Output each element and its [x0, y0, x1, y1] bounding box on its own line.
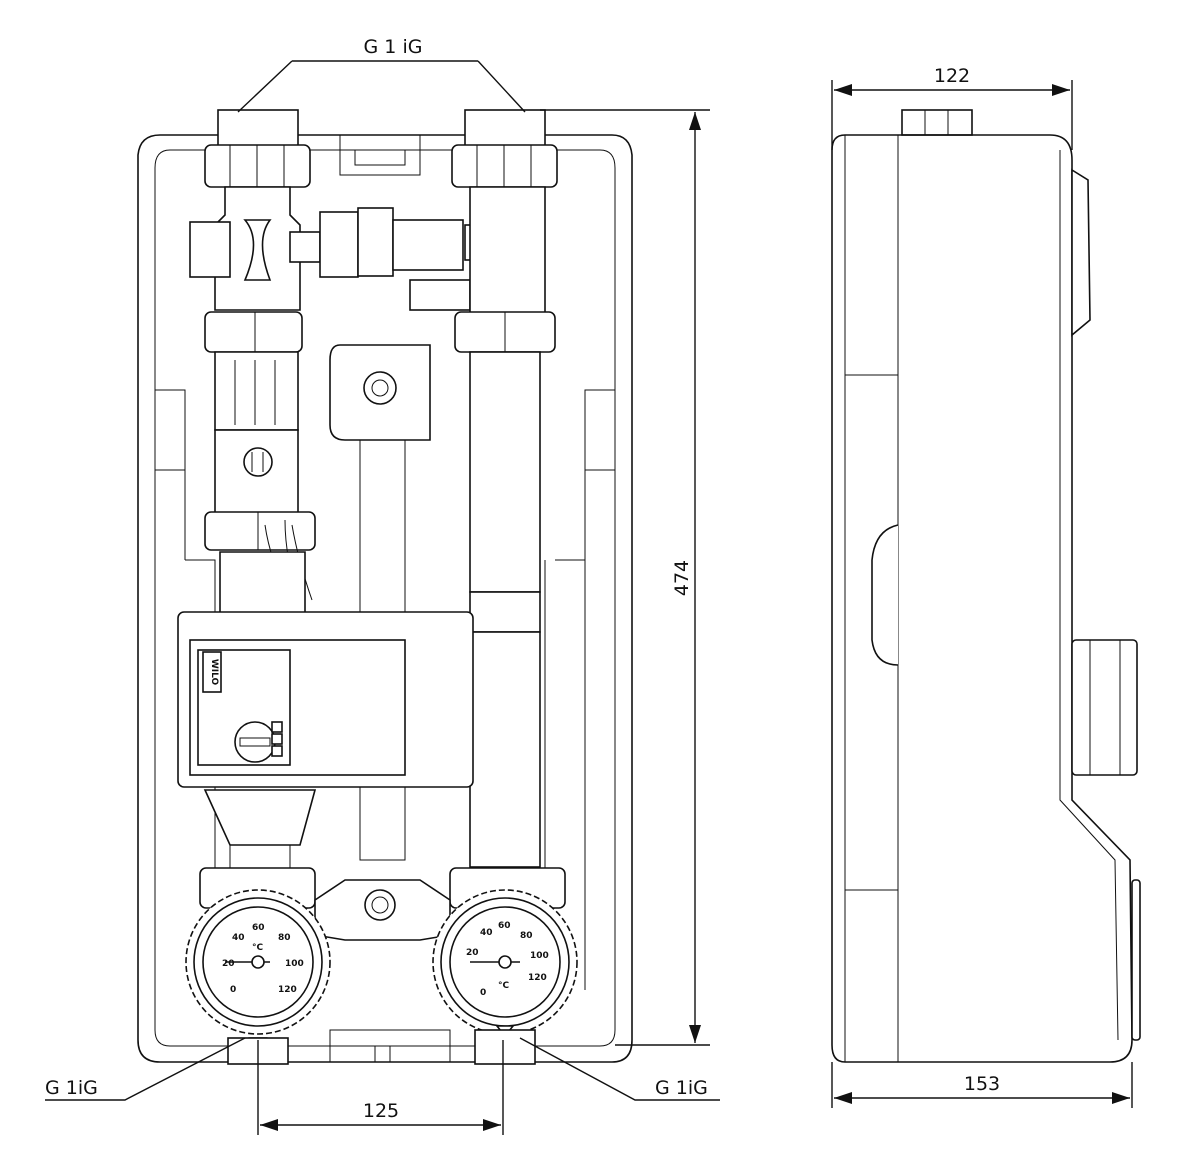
bypass-nut [357, 207, 394, 277]
side-view-dimensions: 122 153 [831, 65, 1133, 1108]
right-thermometer: 0 20 40 60 80 100 120 °C [432, 889, 578, 1038]
insulation-notch-bottom [329, 1029, 451, 1062]
svg-text:100: 100 [285, 959, 304, 969]
side-top-fitting [901, 109, 973, 136]
right-bottom-fitting [474, 1029, 536, 1065]
insulation-channel-left [154, 389, 186, 980]
insulation-shell-inner [154, 149, 616, 1047]
pump-housing-lower [203, 789, 317, 846]
svg-text:60: 60 [498, 921, 511, 931]
svg-text:0: 0 [230, 985, 236, 995]
left-middle-union-nut [204, 311, 303, 353]
pump-housing-upper [219, 551, 306, 621]
insulation-shell-outline [137, 134, 633, 1063]
svg-text:20: 20 [222, 959, 235, 969]
svg-text:0: 0 [480, 988, 486, 998]
side-thermometer-upper [1071, 639, 1138, 776]
insulation-channel-right [584, 389, 615, 990]
left-valve-spool [243, 219, 272, 281]
right-valve-body [469, 186, 546, 316]
top-connection-label: G 1 iG [364, 36, 423, 58]
pump-brand: WILO [209, 659, 219, 686]
bottom-right-connection-label: G 1iG [655, 1077, 708, 1099]
bypass-pipe [392, 219, 464, 271]
lower-bracket-bolt [364, 889, 396, 921]
pump-indicator-2 [271, 733, 283, 745]
svg-text:40: 40 [480, 928, 493, 938]
insulation-notch-top [339, 135, 421, 176]
right-pipe-coupling [469, 591, 541, 633]
center-bracket-bolt [363, 371, 397, 405]
spacing-dimension: 125 [363, 1100, 399, 1122]
side-view [831, 109, 1141, 1063]
right-vertical-pipe [469, 351, 541, 593]
svg-text:120: 120 [528, 973, 547, 983]
pump-indicator-3 [271, 745, 283, 757]
left-top-fitting [217, 109, 299, 151]
svg-text:60: 60 [252, 923, 265, 933]
bypass-coupling-left [289, 231, 321, 263]
bottom-left-connection-label: G 1iG [45, 1077, 98, 1099]
left-ball-valve-knob [243, 447, 273, 477]
pump-brand-plate [202, 651, 222, 693]
svg-text:80: 80 [520, 931, 533, 941]
svg-text:120: 120 [278, 985, 297, 995]
bottom-left-leader [45, 1037, 246, 1101]
bypass-lower-block [409, 279, 471, 311]
left-check-valve-body [214, 351, 299, 431]
front-view: WILO 0 20 40 60 80 100 120 °C [137, 109, 633, 1065]
side-depth-top: 122 [934, 65, 970, 87]
side-handle [1071, 168, 1091, 337]
right-vertical-pipe-lower [469, 631, 541, 868]
side-inner-contour [845, 150, 1119, 1041]
side-depth-bottom: 153 [964, 1073, 1000, 1095]
pump-upper-union-nut [204, 511, 316, 551]
top-connection-leader [237, 60, 526, 113]
height-dimension: 474 [671, 560, 693, 596]
pump-speed-selector[interactable] [234, 721, 276, 763]
svg-text:80: 80 [278, 933, 291, 943]
bypass-body [319, 211, 359, 278]
bottom-right-leader [519, 1037, 720, 1101]
svg-text:°C: °C [498, 981, 510, 991]
left-thermometer: 0 20 40 60 80 100 120 °C [185, 889, 331, 1050]
svg-text:100: 100 [530, 951, 549, 961]
side-notch [871, 524, 899, 666]
svg-text:40: 40 [232, 933, 245, 943]
pump-indicator-1 [271, 721, 283, 733]
svg-text:20: 20 [466, 948, 479, 958]
side-thermometer-lower [1131, 879, 1141, 1041]
svg-text:°C: °C [252, 943, 264, 953]
front-view-dimensions: G 1 iG 474 G 1iG G 1iG 125 [45, 36, 720, 1135]
left-valve-handle [189, 221, 231, 278]
right-top-fitting [464, 109, 546, 151]
